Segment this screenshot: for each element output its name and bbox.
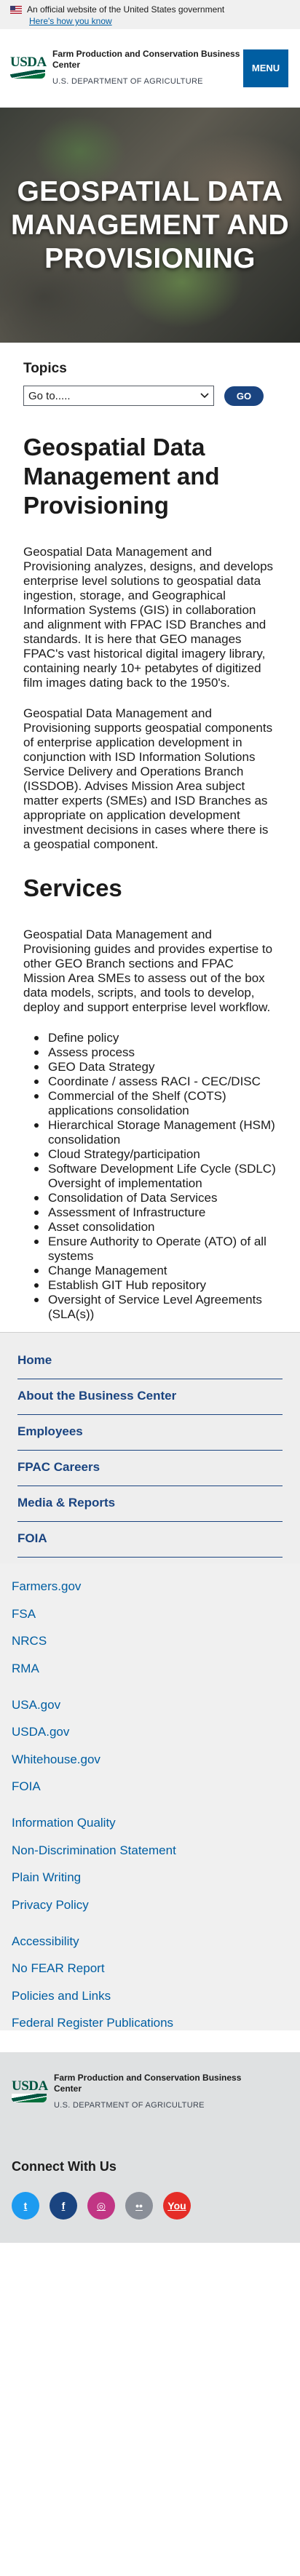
footer-link[interactable]: Non-Discrimination Statement <box>12 1843 176 1857</box>
footer-group-accessibility: Accessibility No FEAR Report Policies an… <box>12 1934 288 2031</box>
footer-logo-link[interactable]: USDA Farm Production and Conservation Bu… <box>12 2073 288 2111</box>
footer-link[interactable]: Policies and Links <box>12 1988 111 2003</box>
footer-link[interactable]: No FEAR Report <box>12 1961 105 1975</box>
list-item: Oversight of Service Level Agreements (S… <box>28 1293 277 1322</box>
list-item: Establish GIT Hub repository <box>28 1278 277 1293</box>
hero-banner: GEOSPATIAL DATA MANAGEMENT AND PROVISION… <box>0 108 300 343</box>
footer-link[interactable]: FSA <box>12 1606 36 1621</box>
department-name: U.S. DEPARTMENT OF AGRICULTURE <box>52 77 203 86</box>
intro-paragraph-2: Geospatial Data Management and Provision… <box>23 706 273 851</box>
services-intro: Geospatial Data Management and Provision… <box>23 928 273 1014</box>
list-item: Software Development Life Cycle (SDLC) O… <box>28 1162 277 1191</box>
footer-link[interactable]: Whitehouse.gov <box>12 1752 100 1766</box>
footer-link[interactable]: USDA.gov <box>12 1725 70 1739</box>
footer-department-name: U.S. DEPARTMENT OF AGRICULTURE <box>54 2101 205 2110</box>
us-flag-icon <box>10 6 22 14</box>
connect-heading: Connect With Us <box>12 2159 117 2174</box>
site-logo-link[interactable]: USDA Farm Production and Conservation Bu… <box>10 49 242 87</box>
topics-select[interactable]: Go to..... <box>23 386 214 406</box>
nav-item-employees[interactable]: Employees <box>17 1415 283 1451</box>
footer-link[interactable]: Accessibility <box>12 1934 79 1948</box>
heres-how-you-know-link[interactable]: Here's how you know <box>29 16 112 26</box>
facebook-icon[interactable]: f <box>50 2192 77 2220</box>
usda-logo: USDA <box>10 55 47 81</box>
chevron-down-icon <box>200 393 209 399</box>
footer-links: Farmers.gov FSA NRCS RMA USA.gov USDA.go… <box>0 1563 300 2030</box>
gov-banner: An official website of the United States… <box>0 0 300 29</box>
list-item: Ensure Authority to Operate (ATO) of all… <box>28 1235 277 1264</box>
nav-item-about[interactable]: About the Business Center <box>17 1379 283 1415</box>
footer-link[interactable]: Privacy Policy <box>12 1897 89 1912</box>
site-header: USDA Farm Production and Conservation Bu… <box>0 29 300 108</box>
services-list: Define policy Assess process GEO Data St… <box>28 1031 277 1322</box>
youtube-icon[interactable]: You <box>163 2192 191 2220</box>
footer-group-agencies: Farmers.gov FSA NRCS RMA <box>12 1579 288 1676</box>
instagram-icon[interactable]: ◎ <box>87 2192 115 2220</box>
go-button[interactable]: GO <box>224 386 264 406</box>
nav-item-foia[interactable]: FOIA <box>17 1522 283 1558</box>
list-item: Cloud Strategy/participation <box>28 1147 277 1162</box>
list-item: Commercial of the Shelf (COTS) applicati… <box>28 1089 277 1118</box>
usda-logo: USDA <box>12 2078 48 2105</box>
list-item: GEO Data Strategy <box>28 1060 277 1074</box>
section-nav: Home About the Business Center Employees… <box>0 1332 300 1563</box>
footer-link[interactable]: Information Quality <box>12 1816 116 1830</box>
topics-section: Topics Go to..... GO <box>0 343 300 406</box>
list-item: Assessment of Infrastructure <box>28 1205 277 1220</box>
footer-link[interactable]: Federal Register Publications <box>12 2016 174 2030</box>
nav-item-media-reports[interactable]: Media & Reports <box>17 1486 283 1522</box>
list-item: Consolidation of Data Services <box>28 1191 277 1205</box>
page-title: Geospatial Data Management and Provision… <box>23 434 220 519</box>
topics-heading: Topics <box>23 361 67 376</box>
footer-group-gov: USA.gov USDA.gov Whitehouse.gov FOIA <box>12 1698 288 1795</box>
footer-link[interactable]: FOIA <box>12 1779 41 1793</box>
footer-link[interactable]: Plain Writing <box>12 1870 82 1884</box>
footer-group-policies: Information Quality Non-Discrimination S… <box>12 1816 288 1913</box>
footer-identity: USDA Farm Production and Conservation Bu… <box>0 2052 300 2243</box>
nav-item-careers[interactable]: FPAC Careers <box>17 1451 283 1486</box>
main-content: Geospatial Data Management and Provision… <box>0 433 300 1322</box>
list-item: Asset consolidation <box>28 1220 277 1235</box>
twitter-icon[interactable]: t <box>12 2192 39 2220</box>
intro-paragraph-1: Geospatial Data Management and Provision… <box>23 545 274 690</box>
footer-link[interactable]: Farmers.gov <box>12 1579 82 1593</box>
hero-title: GEOSPATIAL DATA MANAGEMENT AND PROVISION… <box>11 175 289 274</box>
gov-banner-text: An official website of the United States… <box>27 4 225 15</box>
list-item: Define policy <box>28 1031 277 1045</box>
footer-link[interactable]: USA.gov <box>12 1697 61 1712</box>
social-links: t f ◎ •• You <box>12 2192 288 2220</box>
footer-link[interactable]: RMA <box>12 1661 39 1675</box>
list-item: Hierarchical Storage Management (HSM) co… <box>28 1118 277 1147</box>
services-heading: Services <box>23 874 122 901</box>
footer-link[interactable]: NRCS <box>12 1634 47 1648</box>
nav-item-home[interactable]: Home <box>17 1344 283 1379</box>
agency-name: Farm Production and Conservation Busines… <box>52 49 240 70</box>
list-item: Assess process <box>28 1045 277 1060</box>
topics-select-value: Go to..... <box>28 389 71 402</box>
footer-agency-name: Farm Production and Conservation Busines… <box>54 2073 242 2094</box>
list-item: Change Management <box>28 1264 277 1278</box>
flickr-icon[interactable]: •• <box>125 2192 153 2220</box>
list-item: Coordinate / assess RACI - CEC/DISC <box>28 1074 277 1089</box>
menu-button[interactable]: MENU <box>243 49 288 87</box>
